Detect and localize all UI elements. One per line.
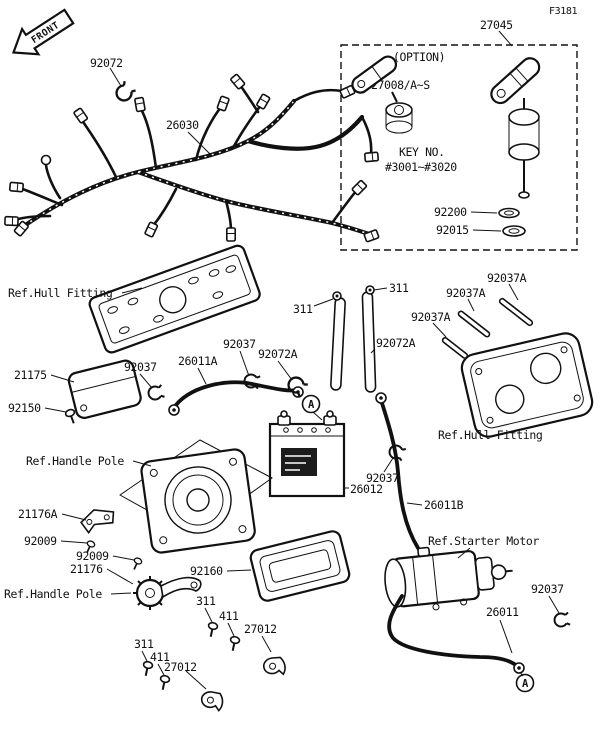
part-label-411-bottom-left: 411: [150, 650, 170, 664]
part-label-92072a-center: 92072A: [258, 347, 298, 361]
part-label-92037-4: 92037: [531, 582, 564, 596]
hull-fitting-plate-left-drawing: [88, 244, 261, 354]
bracket-27012-right-drawing: [262, 656, 286, 676]
marker-a-starter-cable-label: A: [522, 678, 529, 690]
key-no-line2: #3001~#3020: [385, 160, 457, 174]
part-label-92037a-top: 92037A: [487, 271, 527, 285]
ref-label-hull-fitting-right: Ref.Hull Fitting: [438, 428, 542, 442]
part-label-92072a-right: 92072A: [376, 336, 416, 350]
doc-code-label: F3181: [549, 6, 577, 17]
part-label-92200: 92200: [434, 205, 467, 219]
marker-a-battery: A: [301, 394, 321, 414]
part-label-92150: 92150: [8, 401, 41, 415]
clip-92072-drawing: [112, 79, 137, 105]
option-box-title: (OPTION): [393, 50, 445, 64]
cable-26011a-drawing: [168, 380, 304, 416]
part-label-26011: 26011: [486, 605, 519, 619]
part-label-27008: 27008/A~S: [371, 78, 430, 92]
cdi-unit-21175-drawing: [67, 359, 142, 419]
battery-tray-drawing: [249, 530, 351, 602]
part-label-92037a-mid: 92037A: [446, 286, 486, 300]
part-label-311-bottom-left: 311: [134, 637, 154, 651]
part-label-21176a: 21176A: [18, 507, 58, 521]
part-label-21176: 21176: [70, 562, 103, 576]
marker-a-battery-label: A: [308, 399, 315, 411]
part-label-311-mid-left: 311: [293, 302, 313, 316]
part-label-92009-1: 92009: [24, 534, 57, 548]
bracket-21176a-drawing: [80, 509, 115, 535]
ref-label-hull-fitting-left: Ref.Hull Fitting: [8, 286, 112, 300]
starter-motor-drawing: [384, 546, 513, 611]
option-box: (OPTION) 27008/A~S KEY NO. #3001~#3020: [340, 44, 578, 251]
part-label-27045: 27045: [480, 18, 513, 32]
part-label-26011a: 26011A: [178, 354, 218, 368]
part-label-92009-2: 92009: [76, 549, 109, 563]
strap-right-drawing: [361, 285, 377, 393]
part-label-311-upper-right: 311: [389, 281, 409, 295]
hull-fitting-box-right-drawing: [460, 332, 594, 438]
front-arrow: FRONT: [11, 8, 75, 56]
part-label-92015: 92015: [436, 223, 469, 237]
rod-92037a-lower-drawing: [441, 337, 469, 359]
part-label-311-bottom-mid: 311: [196, 594, 216, 608]
rod-92037a-mid-drawing: [457, 310, 491, 338]
marker-a-starter-cable: A: [515, 673, 535, 693]
part-label-27012-bottom-left: 27012: [164, 660, 197, 674]
ref-label-starter-motor: Ref.Starter Motor: [428, 534, 539, 548]
bracket-21176-drawing: [133, 576, 202, 610]
cable-26011b-drawing: [375, 392, 420, 550]
part-label-92037-1: 92037: [124, 360, 157, 374]
wiring-harness-drawing: [4, 73, 380, 243]
part-label-27012-bottom-mid: 27012: [244, 622, 277, 636]
screw-92009-second-drawing: [129, 556, 144, 572]
handle-pole-plate-drawing: [140, 448, 256, 554]
part-label-26030: 26030: [166, 118, 199, 132]
battery-drawing: [268, 410, 346, 498]
strap-left-drawing: [330, 291, 346, 391]
ignition-switch-option-drawing: [351, 55, 413, 134]
ref-label-handle-pole-lower: Ref.Handle Pole: [4, 587, 102, 601]
part-label-92037a-lower: 92037A: [411, 310, 451, 324]
washer-92015-drawing: [502, 225, 526, 237]
washer-92200-drawing: [498, 207, 520, 219]
part-label-92072: 92072: [90, 56, 123, 70]
rod-92037a-top-drawing: [498, 297, 534, 327]
part-label-411-bottom-mid: 411: [219, 609, 239, 623]
ignition-switch-27045-drawing: [490, 57, 541, 199]
cable-26011-drawing: [387, 594, 525, 674]
part-label-92037-3: 92037: [366, 471, 399, 485]
leader-lines: [44, 30, 560, 690]
part-label-92160: 92160: [190, 564, 223, 578]
ref-label-handle-pole-upper: Ref.Handle Pole: [26, 454, 124, 468]
key-no-line1: KEY NO.: [399, 145, 445, 159]
bracket-27012-left-drawing: [200, 691, 224, 712]
part-label-21175: 21175: [14, 368, 47, 382]
part-label-26011b: 26011B: [424, 498, 464, 512]
part-label-92037-2: 92037: [223, 337, 256, 351]
part-label-26012: 26012: [350, 482, 383, 496]
